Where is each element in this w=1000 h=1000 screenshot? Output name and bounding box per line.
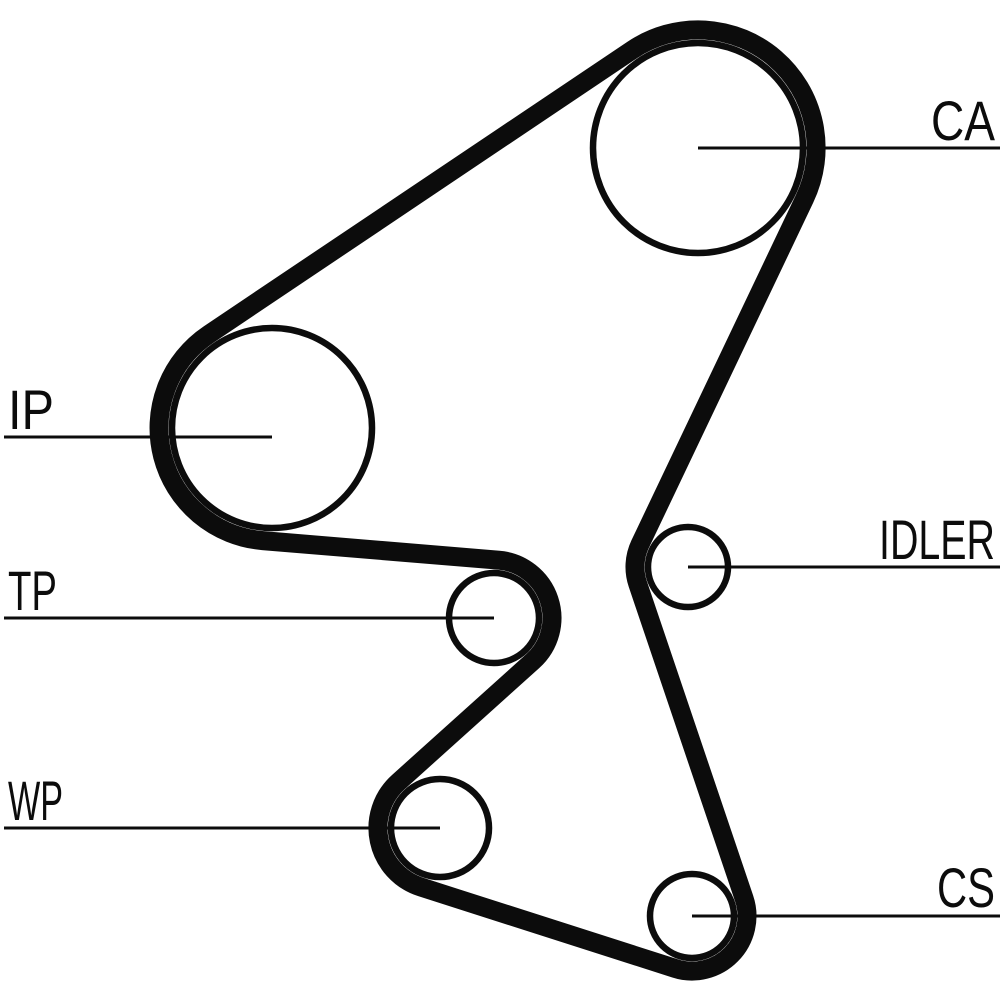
leader-lines xyxy=(4,146,1000,918)
label-tp: TP xyxy=(8,559,57,622)
label-wp: WP xyxy=(8,769,63,832)
pulleys xyxy=(168,39,807,962)
label-idler: IDLER xyxy=(879,508,995,571)
timing-belt-path xyxy=(149,20,826,981)
label-ip: IP xyxy=(8,378,54,441)
label-cs: CS xyxy=(937,856,995,919)
pulley-ip xyxy=(168,324,376,532)
label-ca: CA xyxy=(931,89,996,152)
pulley-labels: CA IP TP IDLER WP CS xyxy=(8,89,996,919)
